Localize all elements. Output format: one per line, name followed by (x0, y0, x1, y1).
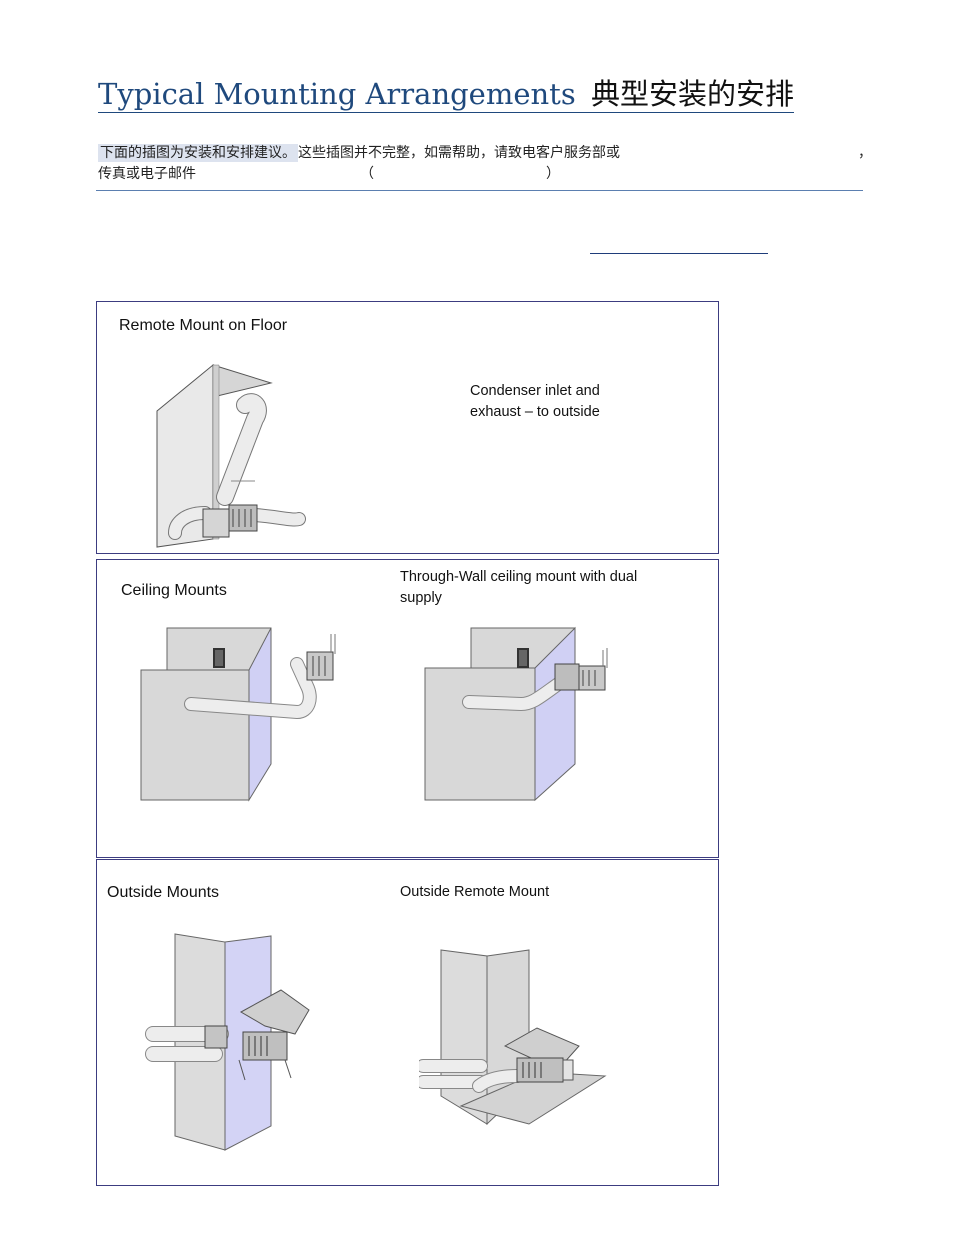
blank-underline (590, 253, 768, 254)
outside-mount-illustration (145, 933, 310, 1151)
page-title: Typical Mounting Arrangements 典型安装的安排 (98, 76, 794, 113)
paren-open: （ (360, 166, 374, 182)
intro-divider (96, 190, 863, 191)
paren-close: ） (546, 166, 560, 182)
panel-heading: Outside Mounts (107, 884, 220, 901)
panel-remote-floor: Remote Mount on Floor Condenser inlet an… (96, 301, 719, 554)
panel-caption: Outside Remote Mount (400, 884, 550, 900)
through-wall-ceiling-illustration (424, 626, 608, 802)
panel-caption: Condenser inlet and exhaust – to outside (470, 383, 600, 420)
outside-remote-mount-illustration (419, 949, 607, 1126)
intro-comma: ， (858, 145, 872, 161)
intro-highlight: 下面的插图为安装和安排建议。 (98, 144, 298, 162)
title-en: Typical Mounting Arrangements (98, 77, 576, 111)
title-cn: 典型安装的安排 (590, 77, 794, 111)
panel-outside-mounts: Outside Mounts Outside Remote Mount (96, 859, 719, 1186)
panel-caption: Through-Wall ceiling mount with dual sup… (400, 569, 638, 606)
intro-text: 这些插图并不完整，如需帮助，请致电客户服务部或 (298, 145, 620, 161)
floor-mount-illustration (156, 363, 306, 548)
panel-heading: Remote Mount on Floor (119, 317, 288, 334)
panel-ceiling-mounts: Ceiling Mounts Through-Wall ceiling moun… (96, 559, 719, 858)
intro-line2: 传真或电子邮件 (98, 166, 196, 182)
panel-heading: Ceiling Mounts (121, 582, 227, 599)
ceiling-mount-illustration (140, 627, 336, 802)
